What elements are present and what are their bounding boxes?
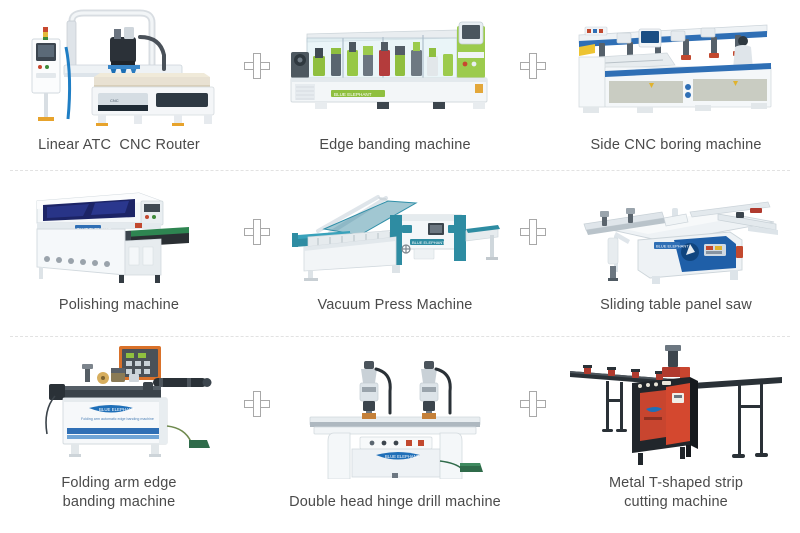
machine-card-folding-arm-edge-banding-machine[interactable]: BLUE ELEPHANT Folding arm automatic edge… bbox=[0, 336, 238, 533]
separator-plus-3 bbox=[238, 170, 276, 336]
machine-card-edge-banding-machine[interactable]: BLUE ELEPHANT Edge banding machine bbox=[276, 0, 514, 170]
svg-text:BLUE ELEPHANT: BLUE ELEPHANT bbox=[412, 240, 445, 245]
plus-icon bbox=[520, 53, 546, 79]
machine-card-vacuum-press-machine[interactable]: BLUE ELEPHANT bbox=[276, 170, 514, 336]
machine-card-double-head-hinge-drill-machine[interactable]: BLUE ELEPHANT Double head hinge drill ma… bbox=[276, 336, 514, 533]
machine-label: Edge banding machine bbox=[319, 137, 471, 154]
machine-label: Linear ATC CNC Router bbox=[38, 137, 200, 154]
svg-text:BLUE ELEPHANT: BLUE ELEPHANT bbox=[334, 92, 372, 97]
svg-text:BLUE ELEPHANT: BLUE ELEPHANT bbox=[385, 454, 420, 459]
polisher-image: BLUE ELEPHANT bbox=[0, 170, 238, 296]
separator-plus-1 bbox=[238, 0, 276, 170]
plus-icon bbox=[244, 53, 270, 79]
panel-saw-image: BLUE ELEPHANT bbox=[552, 170, 800, 296]
separator-plus-2 bbox=[514, 0, 552, 170]
cnc-router-image: CNC bbox=[0, 0, 238, 136]
edge-bander-image: BLUE ELEPHANT bbox=[276, 0, 514, 136]
plus-icon bbox=[244, 219, 270, 245]
machine-label: Sliding table panel saw bbox=[600, 297, 752, 314]
separator-plus-6 bbox=[514, 336, 552, 533]
plus-icon bbox=[244, 390, 270, 417]
separator-plus-5 bbox=[238, 336, 276, 533]
machine-card-side-cnc-boring-machine[interactable]: Side CNC boring machine bbox=[552, 0, 800, 170]
svg-text:BLUE ELEPHANT: BLUE ELEPHANT bbox=[656, 244, 689, 249]
svg-text:Folding arm automatic edge ban: Folding arm automatic edge banding machi… bbox=[81, 417, 154, 421]
svg-text:BLUE ELEPHANT: BLUE ELEPHANT bbox=[99, 407, 135, 412]
t-strip-cutter-image bbox=[552, 336, 800, 474]
plus-icon bbox=[520, 390, 546, 417]
svg-text:CNC: CNC bbox=[110, 98, 119, 103]
machine-label: Vacuum Press Machine bbox=[317, 297, 473, 314]
machine-label: Double head hinge drill machine bbox=[289, 494, 501, 511]
separator-plus-4 bbox=[514, 170, 552, 336]
row-divider-2 bbox=[10, 336, 790, 337]
folding-arm-bander-image: BLUE ELEPHANT Folding arm automatic edge… bbox=[0, 336, 238, 474]
hinge-drill-image: BLUE ELEPHANT bbox=[276, 336, 514, 493]
machine-card-metal-t-shaped-strip-cutting-machine[interactable]: Metal T-shaped strip cutting machine bbox=[552, 336, 800, 533]
row-divider-1 bbox=[10, 170, 790, 171]
side-boring-image bbox=[552, 0, 800, 136]
machine-card-sliding-table-panel-saw[interactable]: BLUE ELEPHANT Sliding table panel saw bbox=[552, 170, 800, 336]
machine-label: Metal T-shaped strip cutting machine bbox=[608, 474, 744, 511]
machine-label: Side CNC boring machine bbox=[590, 137, 762, 154]
vacuum-press-image: BLUE ELEPHANT bbox=[276, 170, 514, 296]
plus-icon bbox=[520, 219, 546, 245]
machine-label: Polishing machine bbox=[58, 297, 180, 314]
machine-card-linear-atc-cnc-router[interactable]: CNC bbox=[0, 0, 238, 170]
machine-label: Folding arm edge banding machine bbox=[61, 474, 177, 511]
machine-card-polishing-machine[interactable]: BLUE ELEPHANT bbox=[0, 170, 238, 336]
